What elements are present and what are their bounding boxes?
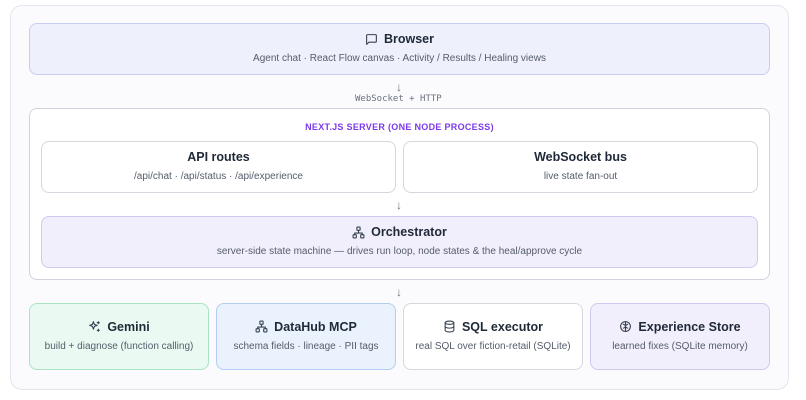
datahub-mcp-subtitle: schema fields · lineage · PII tags: [233, 340, 379, 352]
network-icon: [352, 226, 365, 239]
api-routes-title: API routes: [187, 150, 250, 164]
protocol-label: WebSocket + HTTP: [355, 94, 442, 104]
sql-executor-node: SQL executor real SQL over fiction-retai…: [403, 303, 583, 370]
sql-executor-subtitle: real SQL over fiction-retail (SQLite): [415, 340, 571, 352]
datahub-mcp-node: DataHub MCP schema fields · lineage · PI…: [216, 303, 396, 370]
gemini-title: Gemini: [107, 319, 150, 334]
websocket-bus-node: WebSocket bus live state fan-out: [403, 141, 758, 193]
api-routes-node: API routes /api/chat · /api/status · /ap…: [41, 141, 396, 193]
arrow-down-icon: ↓: [396, 80, 402, 94]
server-label: NEXT.JS SERVER (ONE NODE PROCESS): [305, 122, 494, 132]
browser-subtitle: Agent chat · React Flow canvas · Activit…: [253, 53, 546, 64]
gemini-node: Gemini build + diagnose (function callin…: [29, 303, 209, 370]
websocket-bus-subtitle: live state fan-out: [543, 171, 618, 182]
network-icon: [255, 320, 268, 333]
gemini-subtitle: build + diagnose (function calling): [44, 340, 194, 352]
datahub-mcp-title: DataHub MCP: [274, 319, 357, 334]
experience-store-subtitle: learned fixes (SQLite memory): [612, 340, 748, 352]
experience-store-node: Experience Store learned fixes (SQLite m…: [590, 303, 770, 370]
orchestrator-title: Orchestrator: [371, 225, 447, 239]
websocket-bus-title: WebSocket bus: [534, 150, 627, 164]
orchestrator-node: Orchestrator server-side state machine —…: [41, 216, 758, 268]
api-routes-subtitle: /api/chat · /api/status · /api/experienc…: [134, 171, 303, 182]
browser-title: Browser: [383, 32, 435, 46]
browser-node: Browser Agent chat · React Flow canvas ·…: [29, 23, 770, 75]
orchestrator-subtitle: server-side state machine — drives run l…: [216, 246, 583, 257]
sql-executor-title: SQL executor: [461, 319, 544, 334]
arrow-down-icon: ↓: [396, 198, 402, 212]
message-square-icon: [365, 33, 378, 46]
arrow-down-icon: ↓: [396, 285, 402, 299]
brain-icon: [619, 320, 632, 333]
experience-store-title: Experience Store: [638, 319, 741, 334]
database-icon: [443, 320, 456, 333]
sparkles-icon: [88, 320, 101, 333]
